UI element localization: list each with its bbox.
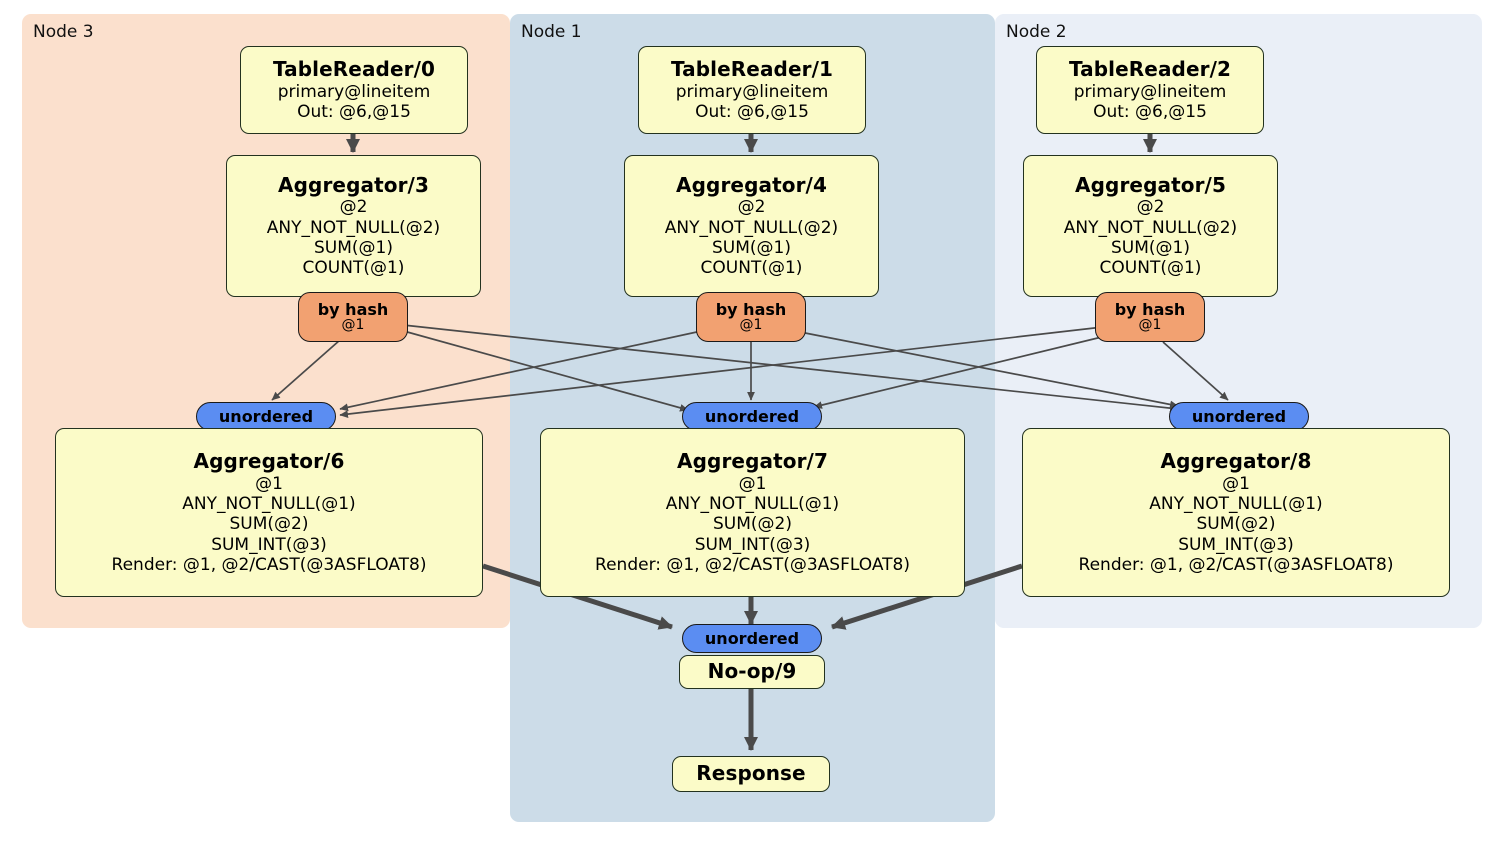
box-line: ANY_NOT_NULL(@2) (266, 217, 441, 238)
box-line: SUM(@1) (1111, 237, 1190, 258)
box-line: primary@lineitem (277, 81, 431, 102)
box-line: Out: @6,@15 (695, 101, 809, 122)
box-line: ANY_NOT_NULL(@1) (1149, 494, 1323, 515)
box-line: SUM_INT(@3) (694, 534, 811, 555)
pill-sublabel: @1 (1138, 317, 1162, 334)
region-label-node-3: Node 3 (33, 22, 94, 42)
box-title: Aggregator/8 (1160, 449, 1312, 474)
box-line: SUM(@1) (314, 237, 393, 258)
box-line: @2 (339, 197, 368, 218)
box-line: @1 (1222, 473, 1250, 494)
box-response[interactable]: Response (672, 756, 830, 792)
box-aggregator-3[interactable]: Aggregator/3 @2 ANY_NOT_NULL(@2) SUM(@1)… (226, 155, 481, 297)
box-line: SUM_INT(@3) (211, 534, 327, 555)
box-line: ANY_NOT_NULL(@1) (665, 494, 840, 515)
pill-by-hash-center[interactable]: by hash @1 (696, 292, 806, 342)
pill-label: unordered (704, 406, 800, 426)
box-line: @1 (738, 473, 767, 494)
pill-sublabel: @1 (739, 317, 763, 334)
pill-unordered-center[interactable]: unordered (682, 402, 822, 431)
box-line: primary@lineitem (675, 81, 829, 102)
box-aggregator-8[interactable]: Aggregator/8 @1 ANY_NOT_NULL(@1) SUM(@2)… (1022, 428, 1450, 597)
box-aggregator-7[interactable]: Aggregator/7 @1 ANY_NOT_NULL(@1) SUM(@2)… (540, 428, 965, 597)
pill-label: by hash (715, 299, 787, 319)
box-line: @2 (737, 197, 766, 218)
box-line: SUM(@2) (713, 514, 792, 535)
pill-by-hash-right[interactable]: by hash @1 (1095, 292, 1205, 342)
box-tablereader-1[interactable]: TableReader/1 primary@lineitem Out: @6,@… (638, 46, 866, 134)
pill-by-hash-left[interactable]: by hash @1 (298, 292, 408, 342)
box-line: @1 (255, 473, 283, 494)
box-line: Render: @1, @2/CAST(@3ASFLOAT8) (595, 554, 910, 575)
box-line: COUNT(@1) (700, 258, 803, 279)
box-line: SUM_INT(@3) (1178, 534, 1294, 555)
box-line: SUM(@2) (1196, 514, 1276, 535)
box-tablereader-0[interactable]: TableReader/0 primary@lineitem Out: @6,@… (240, 46, 468, 134)
pill-label: by hash (317, 299, 389, 319)
box-line: primary@lineitem (1073, 81, 1227, 102)
box-title: Aggregator/6 (193, 449, 345, 474)
box-line: SUM(@1) (712, 237, 791, 258)
pill-label: unordered (218, 406, 314, 426)
box-title: Aggregator/7 (677, 449, 828, 474)
box-noop-9[interactable]: No-op/9 (679, 655, 825, 689)
pill-unordered-right[interactable]: unordered (1169, 402, 1309, 431)
box-tablereader-2[interactable]: TableReader/2 primary@lineitem Out: @6,@… (1036, 46, 1264, 134)
pill-label: unordered (704, 628, 800, 648)
box-title: No-op/9 (707, 659, 797, 684)
box-line: SUM(@2) (229, 514, 309, 535)
box-line: COUNT(@1) (1099, 258, 1202, 279)
region-label-node-1: Node 1 (521, 22, 582, 42)
box-line: ANY_NOT_NULL(@1) (182, 494, 356, 515)
box-line: ANY_NOT_NULL(@2) (1063, 217, 1238, 238)
box-title: Aggregator/4 (676, 172, 827, 197)
box-line: COUNT(@1) (302, 258, 405, 279)
box-aggregator-4[interactable]: Aggregator/4 @2 ANY_NOT_NULL(@2) SUM(@1)… (624, 155, 879, 297)
box-title: TableReader/2 (1068, 56, 1232, 81)
box-aggregator-5[interactable]: Aggregator/5 @2 ANY_NOT_NULL(@2) SUM(@1)… (1023, 155, 1278, 297)
box-line: Render: @1, @2/CAST(@3ASFLOAT8) (1078, 554, 1394, 575)
box-aggregator-6[interactable]: Aggregator/6 @1 ANY_NOT_NULL(@1) SUM(@2)… (55, 428, 483, 597)
pill-unordered-final[interactable]: unordered (682, 624, 822, 653)
box-title: Aggregator/3 (278, 172, 429, 197)
box-title: TableReader/0 (272, 56, 436, 81)
box-line: @2 (1136, 197, 1165, 218)
box-line: Out: @6,@15 (297, 101, 411, 122)
pill-unordered-left[interactable]: unordered (196, 402, 336, 431)
pill-label: by hash (1114, 299, 1186, 319)
pill-sublabel: @1 (341, 317, 365, 334)
box-title: Aggregator/5 (1075, 172, 1226, 197)
box-line: ANY_NOT_NULL(@2) (664, 217, 839, 238)
box-title: TableReader/1 (670, 56, 834, 81)
box-line: Render: @1, @2/CAST(@3ASFLOAT8) (111, 554, 427, 575)
region-label-node-2: Node 2 (1006, 22, 1067, 42)
box-line: Out: @6,@15 (1093, 101, 1207, 122)
pill-label: unordered (1191, 406, 1287, 426)
box-title: Response (696, 761, 806, 786)
